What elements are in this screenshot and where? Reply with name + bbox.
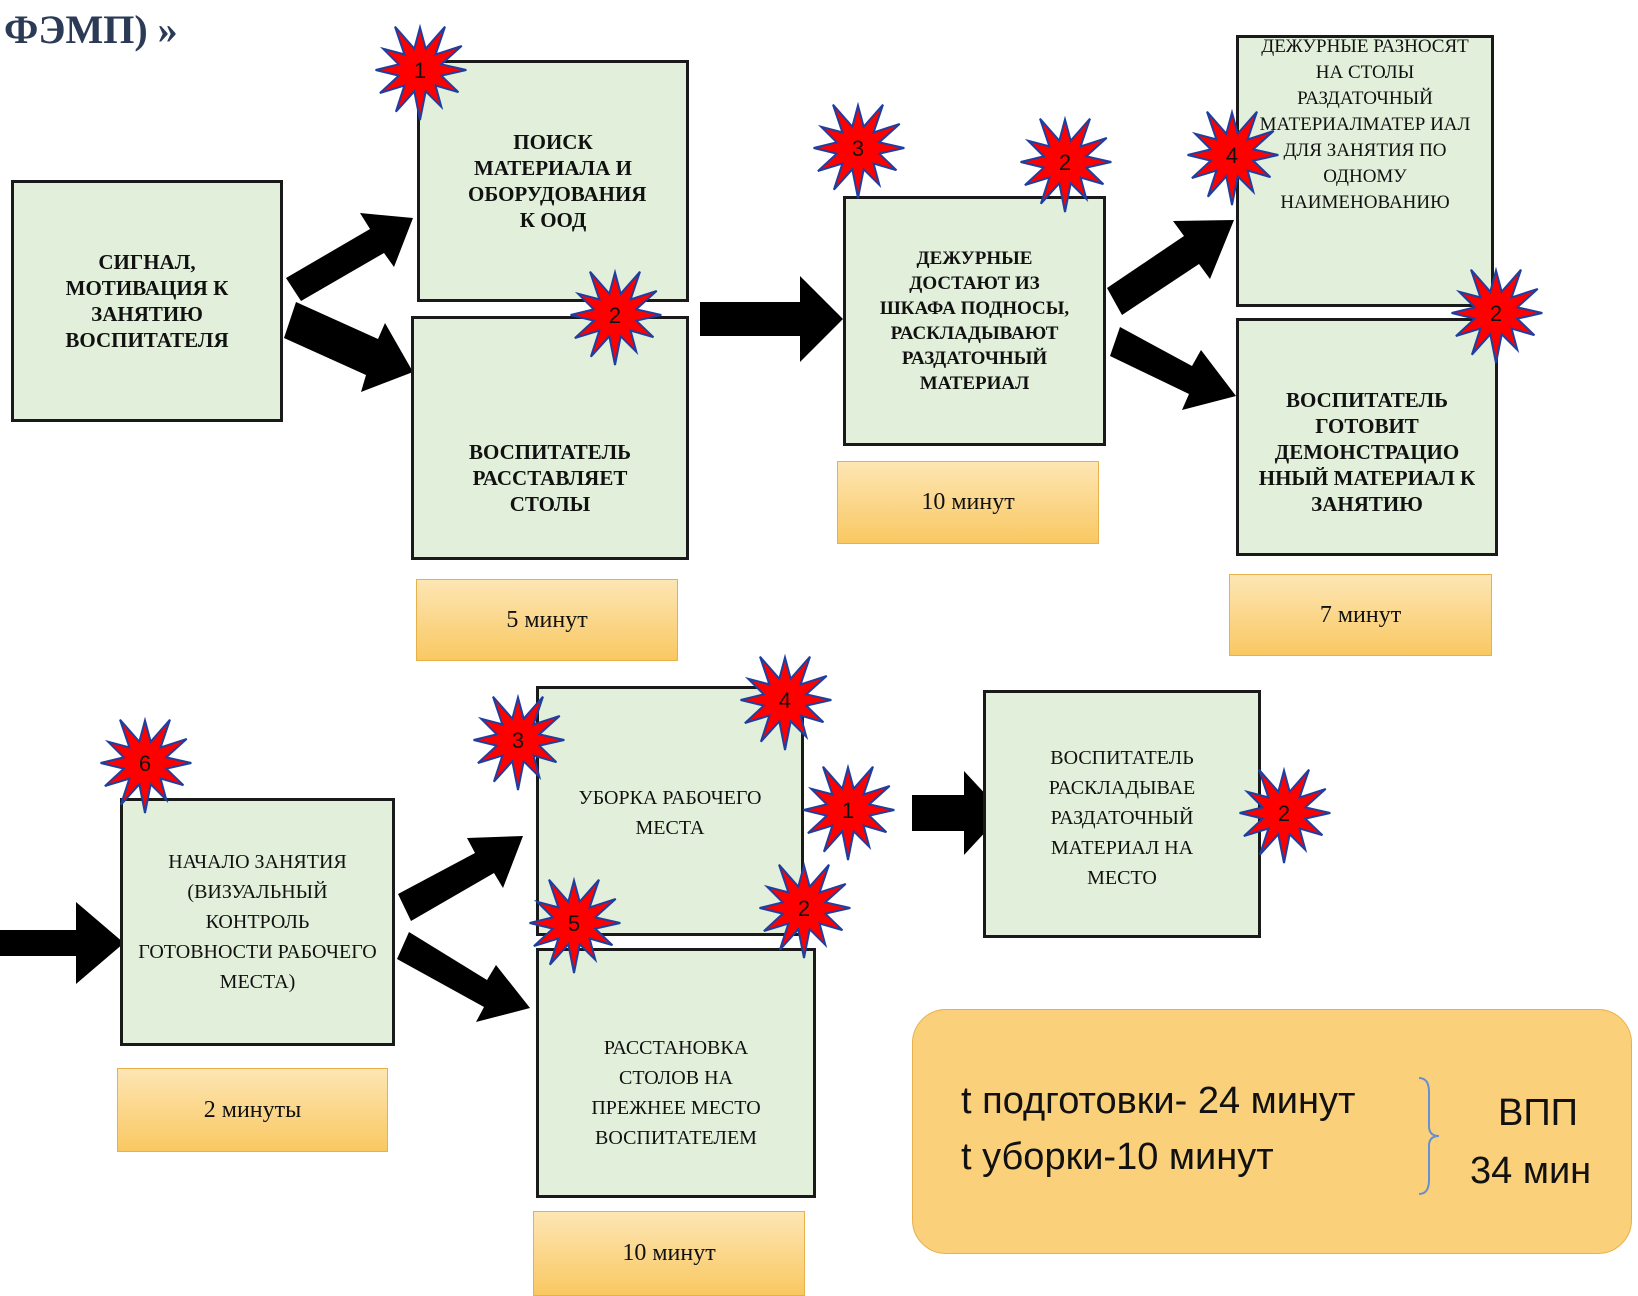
star-badge-1: 1 [375,23,467,121]
star-shape [759,861,851,959]
star-number: 2 [609,303,621,328]
arrow-duty-to-carry [1107,220,1234,315]
star-badge-12: 2 [759,861,851,959]
star-number: 1 [414,58,426,83]
time-box-5: 10 минут [533,1211,805,1296]
box-duty-trays: ДЕЖУРНЫЕ ДОСТАЮТ ИЗ ШКАФА ПОДНОСЫ, РАСКЛ… [843,196,1106,446]
arrow-start-to-cleanup [398,836,523,921]
time-box-4: 2 минуты [117,1068,388,1152]
arrow-signal-to-search [286,213,413,301]
star-badge-11: 5 [529,876,621,974]
box-search-material: ПОИСК МАТЕРИАЛА И ОБОРУДОВАНИЯ К ООД [417,60,689,302]
star-shape [529,876,621,974]
star-number: 2 [1490,301,1502,326]
star-shape [803,763,895,861]
star-number: 1 [842,798,854,823]
star-badge-3: 3 [813,101,905,199]
star-badge-6: 2 [1451,266,1543,364]
star-badge-7: 6 [100,716,192,814]
star-badge-2: 2 [570,268,662,366]
summary-box: t подготовки- 24 минут t уборки-10 минут… [912,1009,1632,1254]
star-shape [1451,266,1543,364]
box-teacher-tables: ВОСПИТАТЕЛЬ РАССТАВЛЯЕТ СТОЛЫ [411,316,689,560]
brace-icon [1418,1077,1440,1195]
box-signal: СИГНАЛ, МОТИВАЦИЯ К ЗАНЯТИЮ ВОСПИТАТЕЛЯ [11,180,283,422]
box-start-lesson: НАЧАЛО ЗАНЯТИЯ (ВИЗУАЛЬНЫЙ КОНТРОЛЬ ГОТО… [120,798,395,1046]
summary-total-value: 34 мин [1470,1150,1592,1192]
star-shape [1020,115,1112,213]
star-number: 4 [1226,143,1238,168]
arrow-signal-to-tables [284,302,413,392]
star-number: 5 [568,911,580,936]
star-badge-10: 1 [803,763,895,861]
arrow-incoming-start [0,902,124,984]
star-shape [570,268,662,366]
star-badge-13: 2 [1239,766,1331,864]
star-badge-5: 4 [1187,108,1279,206]
box-demo-material: ВОСПИТАТЕЛЬ ГОТОВИТ ДЕМОНСТРАЦИО ННЫЙ МА… [1236,318,1498,556]
star-number: 2 [1278,801,1290,826]
arrow-cleanup-to-return [912,771,1003,855]
summary-prep-time: t подготовки- 24 минут [961,1080,1356,1122]
time-box-3: 7 минут [1229,574,1492,656]
arrow-tables-to-duty [700,276,843,362]
star-shape [1187,108,1279,206]
star-badge-4: 2 [1020,115,1112,213]
star-number: 2 [798,896,810,921]
box-cleanup: УБОРКА РАБОЧЕГО МЕСТА [536,686,804,936]
box-duty-carry: ДЕЖУРНЫЕ РАЗНОСЯТ НА СТОЛЫ РАЗДАТОЧНЫЙ М… [1236,35,1494,307]
arrow-start-to-rearrange [397,932,530,1022]
star-shape [473,693,565,791]
star-number: 3 [852,136,864,161]
star-number: 6 [139,751,151,776]
time-box-2: 10 минут [837,461,1099,544]
star-shape [740,653,832,751]
arrow-duty-to-demo [1110,327,1236,410]
summary-cleanup-time: t уборки-10 минут [961,1136,1274,1178]
star-number: 2 [1059,150,1071,175]
star-shape [100,716,192,814]
box-rearrange-tables: РАССТАНОВКА СТОЛОВ НА ПРЕЖНЕЕ МЕСТО ВОСП… [536,948,816,1198]
star-shape [1239,766,1331,864]
time-box-1: 5 минут [416,579,678,661]
box-return-material: ВОСПИТАТЕЛЬ РАСКЛАДЫВАЕ РАЗДАТОЧНЫЙ МАТЕ… [983,690,1261,938]
star-badge-9: 4 [740,653,832,751]
page-title: ФЭМП) » [4,7,178,52]
star-shape [813,101,905,199]
star-shape [375,23,467,121]
star-badge-8: 3 [473,693,565,791]
summary-total-label: ВПП [1498,1092,1578,1134]
star-number: 4 [779,688,791,713]
star-number: 3 [512,728,524,753]
